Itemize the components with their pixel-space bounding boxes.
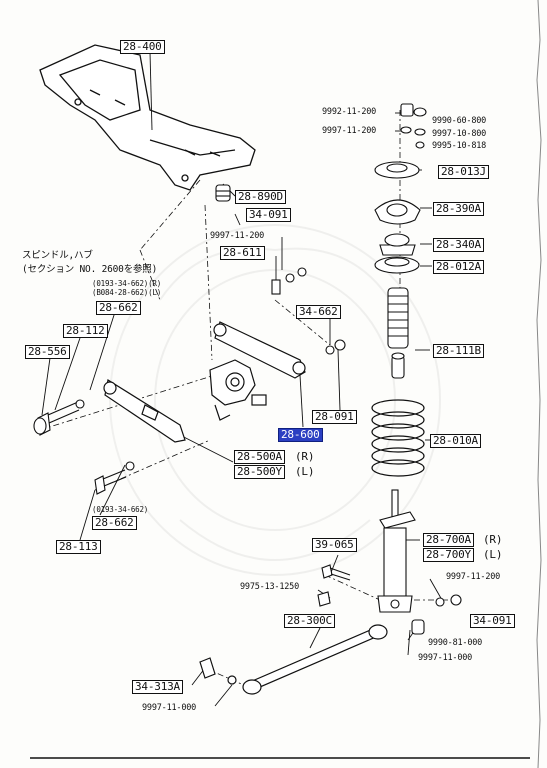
- label-28-112[interactable]: 28-112: [63, 324, 108, 338]
- coil-spring: [371, 399, 425, 477]
- label-9990-81-000[interactable]: 9990-81-000: [428, 638, 483, 648]
- label-9990-60-800[interactable]: 9990-60-800: [432, 116, 487, 126]
- label-9997-10-800[interactable]: 9997-10-800: [432, 129, 487, 139]
- label-34-091-top[interactable]: 34-091: [246, 208, 291, 222]
- label-serial-0193-r: (0193-34-662)(R): [92, 279, 162, 288]
- label-9997-11-000-right[interactable]: 9997-11-000: [418, 653, 473, 663]
- label-28-700a[interactable]: 28-700A: [423, 533, 474, 547]
- trailing-arm-28500-drawing: [103, 379, 186, 443]
- note-spindle-hub: スピンドル,ハブ: [22, 250, 93, 261]
- label-28-662-bottom[interactable]: 28-662: [92, 516, 137, 530]
- label-28-390a[interactable]: 28-390A: [433, 202, 484, 216]
- label-28-500y-side: (L): [295, 465, 315, 478]
- label-9997-11-200-mid[interactable]: 9997-11-200: [210, 231, 265, 241]
- label-28-700y-side: (L): [483, 548, 503, 561]
- label-9992-11-200[interactable]: 9992-11-200: [322, 107, 377, 117]
- label-28-500y[interactable]: 28-500Y: [234, 465, 285, 479]
- label-28-500a-side: (R): [295, 450, 315, 463]
- lateral-rod-28300c: [199, 624, 388, 695]
- label-9997-11-200-bottom[interactable]: 9997-11-200: [446, 572, 501, 582]
- label-28-012a[interactable]: 28-012A: [433, 260, 484, 274]
- crossmember-drawing: [39, 44, 256, 191]
- bolt-hardware-left: [33, 399, 135, 495]
- shock-bolts: [317, 564, 462, 635]
- label-28-500a[interactable]: 28-500A: [234, 450, 285, 464]
- label-serial-b084-l: (B084-28-662)(L): [92, 288, 162, 297]
- label-28-700y[interactable]: 28-700Y: [423, 548, 474, 562]
- label-9997-11-000-left[interactable]: 9997-11-000: [142, 703, 197, 713]
- lateral-link-28600-drawing: [213, 321, 306, 379]
- label-34-662[interactable]: 34-662: [296, 305, 341, 319]
- bushing-parts: [215, 184, 346, 355]
- spindle-hub-drawing: [209, 359, 267, 421]
- label-28-340a[interactable]: 28-340A: [433, 238, 484, 252]
- strut-mount-stack: [374, 103, 427, 274]
- note-section-ref: (セクション NO. 2600を参照): [22, 264, 158, 275]
- label-28-700a-side: (R): [483, 533, 503, 546]
- label-28-091[interactable]: 28-091: [312, 410, 357, 424]
- shock-absorber: [377, 489, 416, 613]
- label-28-600-highlighted[interactable]: 28-600: [278, 428, 323, 442]
- label-9995-10-818[interactable]: 9995-10-818: [432, 141, 487, 151]
- label-28-113[interactable]: 28-113: [56, 540, 101, 554]
- label-34-313a[interactable]: 34-313A: [132, 680, 183, 694]
- label-34-091-bottom[interactable]: 34-091: [470, 614, 515, 628]
- label-28-662-top[interactable]: 28-662: [96, 301, 141, 315]
- label-28-890d[interactable]: 28-890D: [235, 190, 286, 204]
- bump-stop-boot: [387, 287, 409, 379]
- label-9975-13-1250[interactable]: 9975-13-1250: [240, 582, 300, 592]
- label-serial-0193-bottom: (0193-34-662): [92, 505, 149, 514]
- label-28-111b[interactable]: 28-111B: [433, 344, 484, 358]
- label-39-065[interactable]: 39-065: [312, 538, 357, 552]
- label-28-010a[interactable]: 28-010A: [430, 434, 481, 448]
- label-28-400[interactable]: 28-400: [120, 40, 165, 54]
- label-28-013j[interactable]: 28-013J: [438, 165, 489, 179]
- label-28-300c[interactable]: 28-300C: [284, 614, 335, 628]
- label-28-611[interactable]: 28-611: [220, 246, 265, 260]
- page-edge: [536, 0, 542, 768]
- label-28-556[interactable]: 28-556: [25, 345, 70, 359]
- label-9997-11-200-top[interactable]: 9997-11-200: [322, 126, 377, 136]
